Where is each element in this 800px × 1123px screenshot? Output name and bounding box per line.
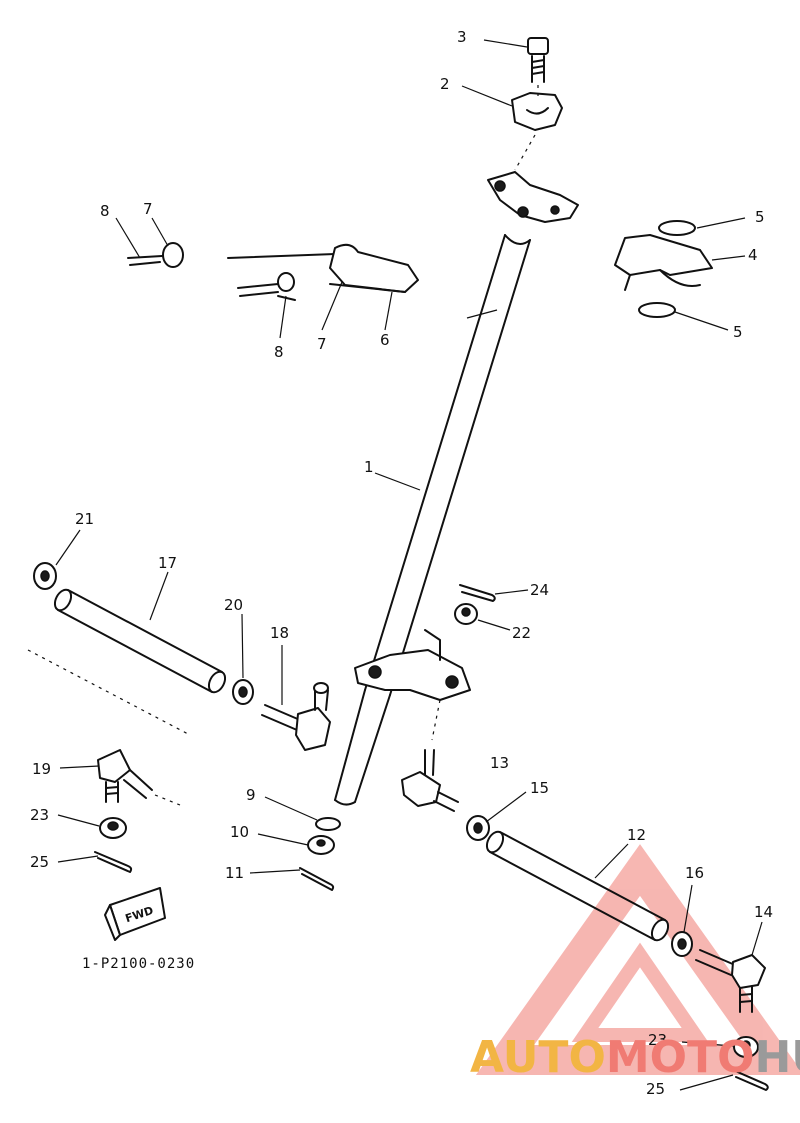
callout-8-upper: 8 (100, 202, 110, 220)
callout-12: 12 (627, 826, 646, 844)
callout-15: 15 (530, 779, 549, 797)
cotter-pin-left (94, 851, 133, 873)
watermark-hub: HUB (754, 1032, 800, 1083)
rod-end-right (401, 749, 459, 812)
handlebar-clamp (511, 92, 563, 131)
watermark-text: AUTOMOTOHUB (470, 1032, 800, 1083)
part-reference-code: 1-P2100-0230 (82, 956, 195, 972)
callout-11: 11 (225, 864, 244, 882)
callout-2: 2 (440, 75, 450, 93)
callout-5-upper: 5 (755, 208, 765, 226)
callout-3: 3 (457, 28, 467, 46)
nut-10 (307, 835, 335, 855)
svg-text:AUTOMOTOHUB: AUTOMOTOHUB (470, 1032, 800, 1083)
callout-23-left: 23 (30, 806, 49, 824)
cotter-pin-right (732, 1069, 769, 1091)
callout-13: 13 (490, 754, 509, 772)
callout-1: 1 (364, 458, 374, 476)
locknut-16 (671, 931, 693, 957)
callout-18: 18 (270, 624, 289, 642)
castle-nut-22 (454, 603, 478, 625)
handlebar-holder (614, 234, 713, 291)
callout-22: 22 (512, 624, 531, 642)
fwd-direction-plate (104, 887, 166, 941)
callout-6: 6 (380, 331, 390, 349)
pitman-arm (354, 629, 471, 701)
cotter-pin-11 (299, 867, 335, 891)
callout-5-lower: 5 (733, 323, 743, 341)
callout-4: 4 (748, 246, 758, 264)
callout-7-lower: 7 (317, 335, 327, 353)
watermark-auto: AUTO (470, 1032, 606, 1083)
ball-joint-left (97, 749, 153, 803)
shaft-top-flange (487, 171, 579, 223)
tie-rod-left (53, 588, 227, 694)
locknut-20 (232, 679, 254, 705)
holder-cap-upper (658, 220, 696, 236)
locknut-21 (33, 562, 57, 590)
tie-rod-right (485, 830, 670, 942)
callout-20: 20 (224, 596, 243, 614)
holder-cap-lower (638, 302, 676, 318)
cotter-pin-24 (459, 584, 496, 602)
callout-17: 17 (158, 554, 177, 572)
throttle-lever-bracket (227, 243, 419, 293)
callout-21: 21 (75, 510, 94, 528)
callout-16: 16 (685, 864, 704, 882)
locknut-15 (466, 815, 490, 841)
pivot-pin-lower (237, 272, 296, 301)
callout-25-left: 25 (30, 853, 49, 871)
washer-9 (315, 817, 341, 831)
callout-8-lower: 8 (274, 343, 284, 361)
pivot-pin-upper (127, 242, 184, 268)
castle-nut-left (99, 817, 127, 839)
callout-labels: 3 2 8 7 5 4 5 8 7 6 1 21 17 20 18 24 22 … (30, 28, 773, 1098)
callout-19: 19 (32, 760, 51, 778)
rod-end-left (261, 682, 331, 751)
clamp-bolt (527, 37, 549, 83)
castle-nut-right (733, 1036, 759, 1058)
callout-24: 24 (530, 581, 549, 599)
callout-9: 9 (246, 786, 256, 804)
callout-14: 14 (754, 903, 773, 921)
steering-shaft (334, 234, 531, 806)
callout-10: 10 (230, 823, 249, 841)
callout-23-right: 23 (648, 1031, 667, 1049)
watermark-moto: MOTO (606, 1032, 755, 1083)
callout-7-upper: 7 (143, 200, 153, 218)
leader-lines (55, 39, 763, 1091)
callout-25-right: 25 (646, 1080, 665, 1098)
